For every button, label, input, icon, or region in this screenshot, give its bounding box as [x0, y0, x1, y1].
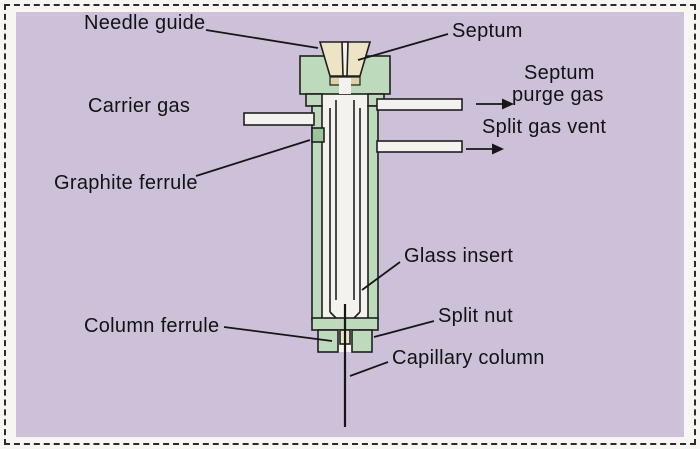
label-glass-insert: Glass insert	[404, 245, 514, 267]
label-split-nut: Split nut	[438, 305, 513, 327]
label-split-gas-vent: Split gas vent	[482, 116, 607, 138]
septum-purge-tube	[376, 98, 463, 111]
label-column-ferrule: Column ferrule	[84, 315, 220, 337]
column-ferrule-leader	[223, 326, 333, 342]
needle-channel	[339, 78, 351, 94]
vent-arrow-icon	[466, 143, 504, 155]
label-graphite-ferrule: Graphite ferrule	[54, 172, 198, 194]
carrier-gas-tube	[243, 112, 315, 126]
leader-lines	[195, 29, 449, 377]
glass-insert-leader	[361, 261, 401, 291]
label-septum-purge-gas: Septum purge gas	[512, 62, 604, 106]
septum-leader	[357, 33, 449, 61]
label-capillary-column: Capillary column	[392, 347, 545, 369]
purge-arrow-icon	[476, 98, 514, 110]
split-vent-tube	[376, 140, 463, 153]
shoulder-left	[305, 93, 323, 107]
graphite-ferrule-shape	[311, 127, 325, 143]
needle-guide-slot	[341, 41, 349, 77]
outer-wall-right	[367, 105, 379, 321]
label-septum: Septum	[452, 20, 523, 42]
label-septum-purge-line1: Septum	[524, 62, 595, 84]
label-septum-purge-line2: purge gas	[512, 84, 604, 106]
graphite-ferrule-leader	[195, 139, 311, 177]
split-nut-shape	[351, 329, 373, 353]
needle-guide-leader	[205, 29, 319, 49]
label-carrier-gas: Carrier gas	[88, 95, 191, 117]
label-needle-guide: Needle guide	[84, 12, 206, 34]
bore-interior	[322, 94, 368, 322]
flow-arrows	[466, 98, 514, 155]
split-nut-leader	[373, 320, 435, 338]
capillary-column-leader	[349, 361, 389, 377]
injector-body	[243, 41, 463, 427]
